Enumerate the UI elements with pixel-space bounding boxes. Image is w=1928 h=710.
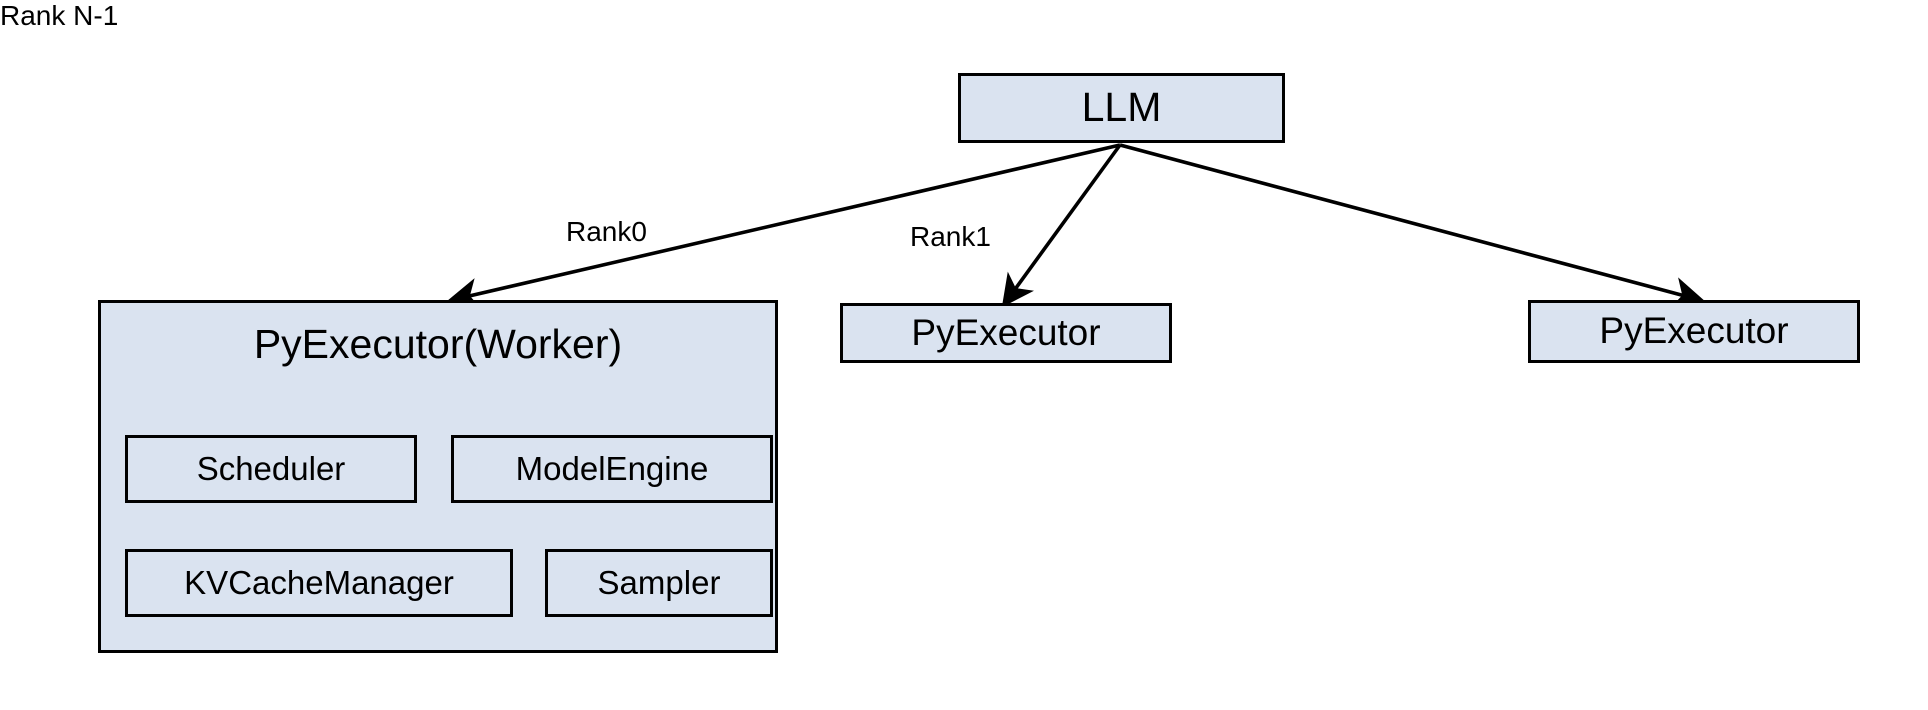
node-model-engine[interactable]: ModelEngine <box>451 435 773 503</box>
node-llm[interactable]: LLM <box>958 73 1285 143</box>
edge-label-rank0: Rank0 <box>566 216 647 247</box>
edge-label-rank-n-1: Rank N-1 <box>0 0 119 31</box>
edge-rank-n-1 <box>1119 143 1706 309</box>
node-pyexecutor-rank-n-1[interactable]: PyExecutor <box>1528 300 1860 363</box>
node-kv-cache-manager-label: KVCacheManager <box>184 563 454 601</box>
node-pyexecutor-rank-n-1-label: PyExecutor <box>1599 310 1789 352</box>
edge-label-rank1: Rank1 <box>910 221 991 252</box>
node-sampler-label: Sampler <box>597 563 721 601</box>
node-scheduler-label: Scheduler <box>196 449 346 487</box>
node-model-engine-label: ModelEngine <box>515 449 709 487</box>
node-pyexecutor-rank1[interactable]: PyExecutor <box>840 303 1172 363</box>
node-pyexecutor-rank1-label: PyExecutor <box>911 311 1101 353</box>
node-sampler[interactable]: Sampler <box>545 549 773 617</box>
node-kv-cache-manager[interactable]: KVCacheManager <box>125 549 513 617</box>
node-scheduler[interactable]: Scheduler <box>125 435 417 503</box>
edge-rank0 <box>446 143 1121 310</box>
edge-rank1 <box>1001 143 1122 308</box>
node-pyexecutor-worker[interactable]: PyExecutor(Worker) Scheduler ModelEngine… <box>98 300 778 653</box>
node-pyexecutor-worker-label: PyExecutor(Worker) <box>253 321 623 367</box>
node-llm-label: LLM <box>1081 84 1162 131</box>
